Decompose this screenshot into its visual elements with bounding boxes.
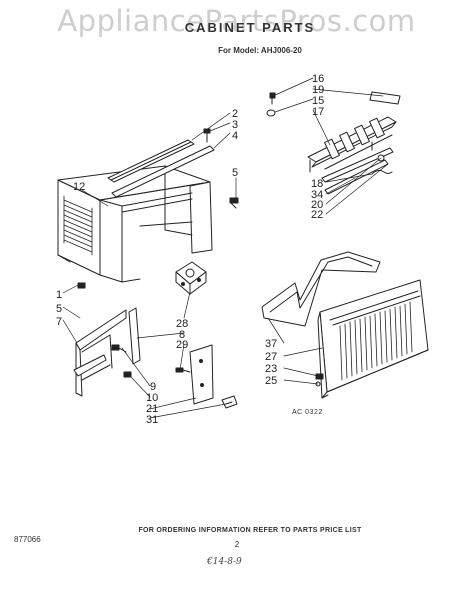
ordering-note: FOR ORDERING INFORMATION REFER TO PARTS … <box>138 527 362 534</box>
leader-lines <box>62 77 389 419</box>
top-rail-parts <box>107 139 215 198</box>
callout-29: 29 <box>176 339 188 351</box>
cabinet-shell <box>57 165 213 283</box>
callout-18: 18 <box>311 178 323 190</box>
page-number: 2 <box>234 540 240 549</box>
callout-7: 7 <box>56 316 62 328</box>
callout-10: 10 <box>146 392 158 404</box>
callout-2: 2 <box>232 108 238 120</box>
callout-19: 19 <box>312 84 324 96</box>
callout-5: 5 <box>232 167 238 179</box>
control-bracket-assembly <box>266 91 401 195</box>
callout-28: 28 <box>176 318 188 330</box>
callout-34: 34 <box>311 189 323 201</box>
strip-part-8 <box>128 307 141 365</box>
callout-1: 1 <box>56 289 62 301</box>
callout-23: 23 <box>265 363 277 375</box>
screw-part-1 <box>77 282 86 289</box>
handwritten-note: €14-8-9 <box>207 557 242 567</box>
callout-21: 21 <box>146 403 158 415</box>
motor-mount-part-28 <box>175 261 207 295</box>
callout-17: 17 <box>312 106 324 118</box>
callout-15: 15 <box>312 95 324 107</box>
model-label: For Model: AHJ006-20 <box>218 46 302 55</box>
callout-9: 9 <box>150 381 156 393</box>
diagram-title: CABINET PARTS <box>184 20 316 35</box>
callout-3: 3 <box>232 119 238 131</box>
callout-16: 16 <box>312 73 324 85</box>
document-number: 877066 <box>14 535 41 544</box>
callout-25: 25 <box>265 375 277 387</box>
callout-27: 27 <box>265 351 277 363</box>
watermark: AppliancePartsPros.com <box>57 4 416 38</box>
screw-part-5 <box>229 197 239 209</box>
diagram-code: AC 0322 <box>292 409 323 416</box>
callout-4: 4 <box>232 130 238 142</box>
clip-part-31 <box>221 395 238 409</box>
callout-31: 31 <box>146 414 158 426</box>
side-bracket-assembly <box>73 309 132 397</box>
callout-37: 37 <box>265 338 277 350</box>
callout-12: 12 <box>73 181 85 193</box>
callout-22: 22 <box>311 209 323 221</box>
callout-8: 8 <box>179 329 185 341</box>
bracket-plate-part-21 <box>175 344 214 405</box>
callout-numbers: 2 3 4 5 12 1 5 7 16 19 15 17 18 34 20 22… <box>56 73 324 426</box>
front-grille-assembly <box>261 251 429 399</box>
callout-5-lower: 5 <box>56 303 62 315</box>
callout-20: 20 <box>311 199 323 211</box>
